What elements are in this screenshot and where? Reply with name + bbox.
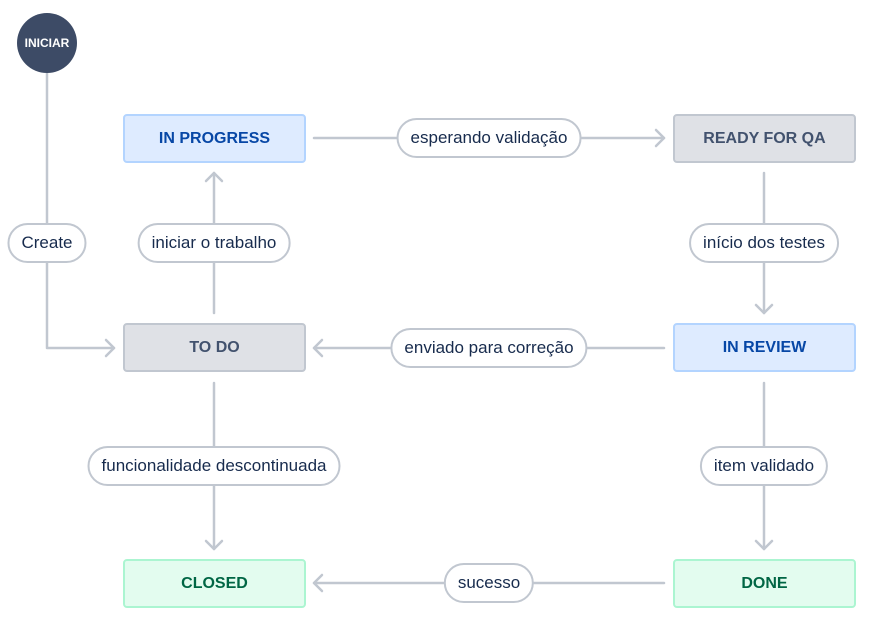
arrowhead-item-validado bbox=[754, 539, 774, 551]
transition-create[interactable]: Create bbox=[7, 223, 87, 263]
status-to-do[interactable]: TO DO bbox=[123, 323, 306, 372]
status-closed[interactable]: CLOSED bbox=[123, 559, 306, 608]
status-ready-for-qa[interactable]: READY FOR QA bbox=[673, 114, 856, 163]
arrowhead-create bbox=[104, 338, 116, 358]
arrowhead-funcionalidade-descontinuada bbox=[204, 539, 224, 551]
transition-enviado-correcao[interactable]: enviado para correção bbox=[390, 328, 588, 368]
arrowhead-sucesso bbox=[312, 573, 324, 593]
arrowhead-iniciar-trabalho bbox=[204, 171, 224, 183]
status-done[interactable]: DONE bbox=[673, 559, 856, 608]
arrowhead-enviado-correcao bbox=[312, 338, 324, 358]
transition-item-validado[interactable]: item validado bbox=[699, 446, 829, 486]
status-in-review[interactable]: IN REVIEW bbox=[673, 323, 856, 372]
transition-funcionalidade-descontinuada[interactable]: funcionalidade descontinuada bbox=[87, 446, 341, 486]
start-node[interactable]: INICIAR bbox=[17, 13, 77, 73]
status-in-progress[interactable]: IN PROGRESS bbox=[123, 114, 306, 163]
arrowhead-esperando-validacao bbox=[654, 128, 666, 148]
transition-esperando-validacao[interactable]: esperando validação bbox=[396, 118, 582, 158]
arrowhead-inicio-testes bbox=[754, 303, 774, 315]
transition-sucesso[interactable]: sucesso bbox=[443, 563, 535, 603]
connector-create bbox=[45, 71, 116, 350]
transition-inicio-testes[interactable]: início dos testes bbox=[689, 223, 839, 263]
transition-iniciar-trabalho[interactable]: iniciar o trabalho bbox=[137, 223, 291, 263]
